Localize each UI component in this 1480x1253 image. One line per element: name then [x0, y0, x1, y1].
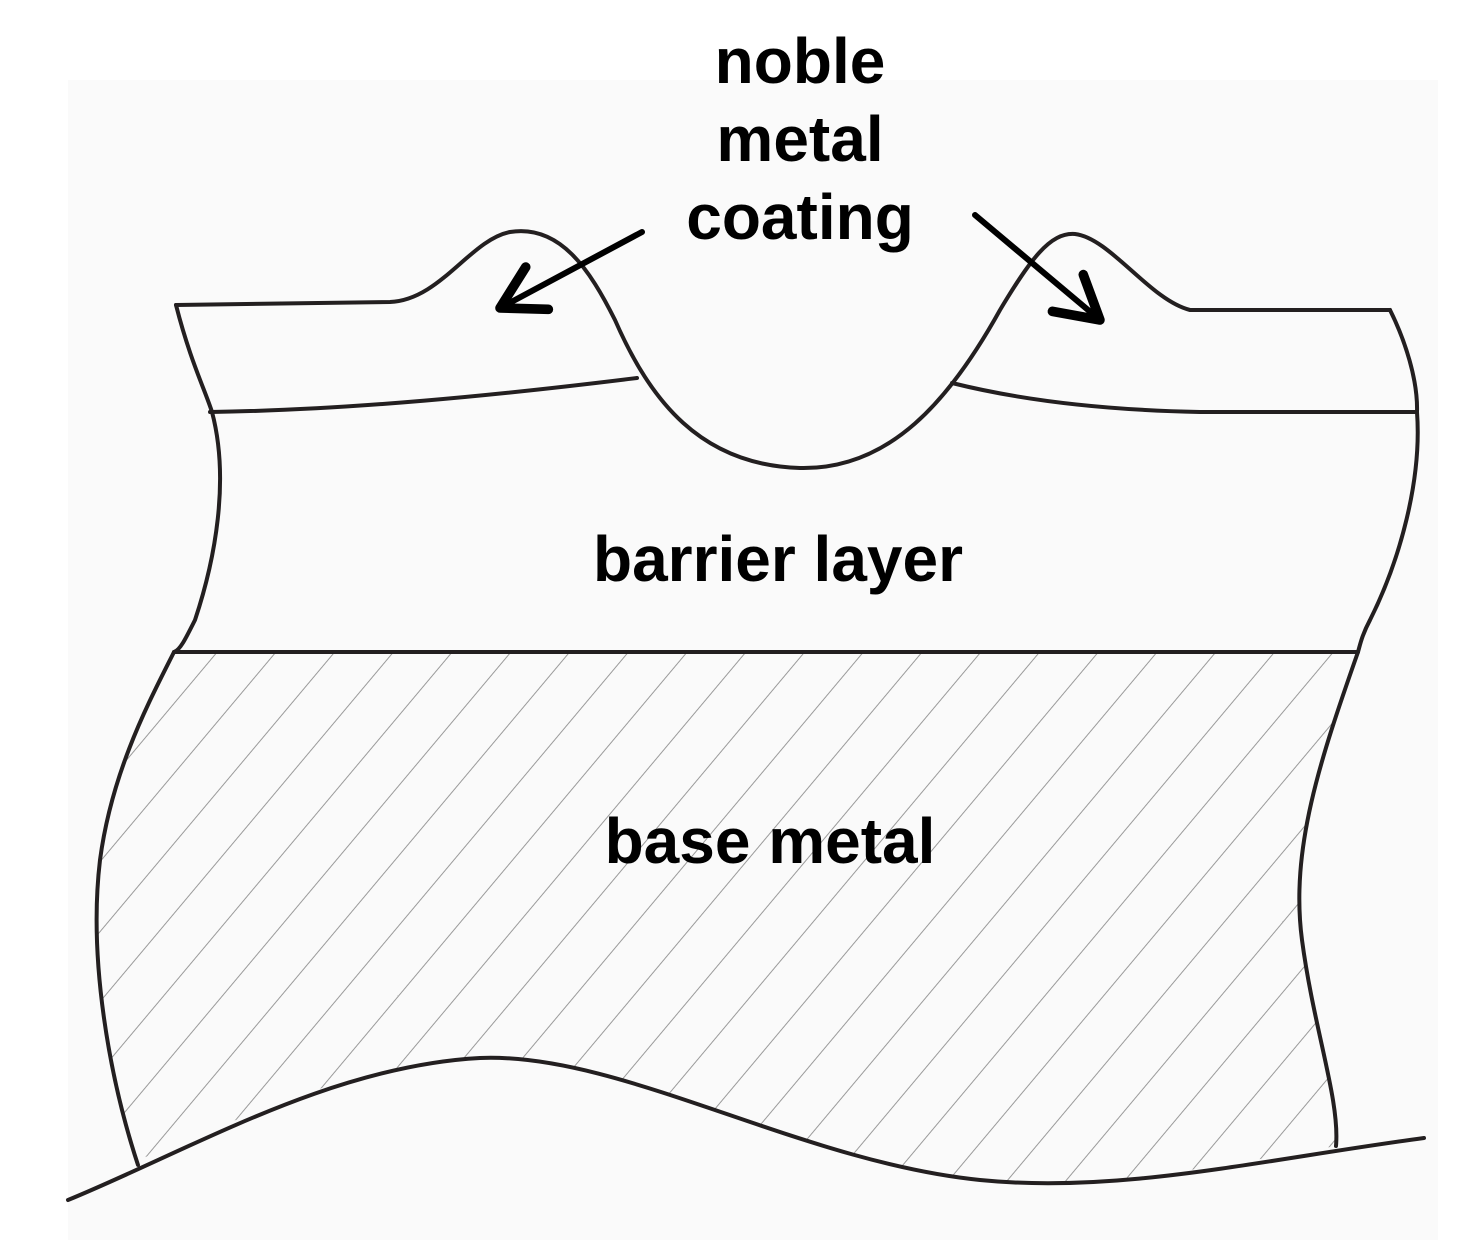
- coating-top-surface: [174, 229, 1392, 471]
- base-metal-label: base metal: [604, 805, 936, 877]
- barrier-layer-label: barrier layer: [592, 523, 964, 595]
- coating-barrier-interface-right: [950, 381, 1419, 414]
- noble-metal-coating-label: noble metal coating: [600, 22, 1000, 256]
- coating-barrier-interface: [208, 376, 639, 414]
- coating-label-line-3: coating: [686, 181, 914, 253]
- right-arrow: [972, 212, 1105, 325]
- coating-label-line-2: metal: [716, 103, 884, 175]
- left-edge: [94, 303, 223, 1167]
- outline-strokes: [66, 229, 1426, 1202]
- coating-arrows: [495, 212, 1105, 325]
- coating-label-line-1: noble: [714, 25, 886, 97]
- bottom-edge: [66, 1055, 1426, 1202]
- right-edge: [1297, 308, 1420, 1148]
- left-arrow: [495, 229, 645, 315]
